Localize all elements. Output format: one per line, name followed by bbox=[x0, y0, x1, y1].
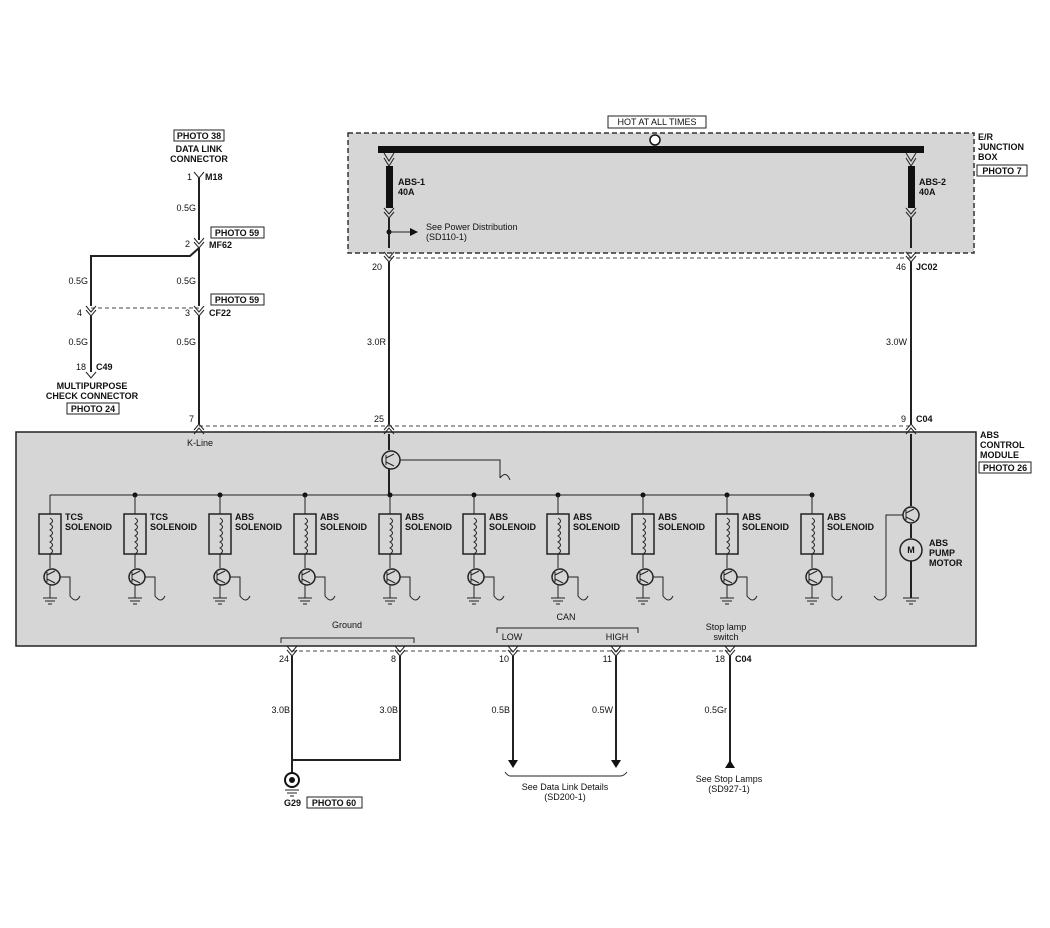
svg-text:G29: G29 bbox=[284, 798, 301, 808]
hot-node bbox=[649, 134, 661, 146]
can-data-link-wires: 0.5B 0.5W See Data Link Details(SD200-1) bbox=[491, 656, 628, 802]
k-line-label: K-Line bbox=[187, 438, 213, 448]
svg-text:PHOTO 60: PHOTO 60 bbox=[312, 798, 356, 808]
svg-text:M18: M18 bbox=[205, 172, 223, 182]
connector-jc02: 20 46 JC02 bbox=[372, 251, 938, 272]
svg-text:C49: C49 bbox=[96, 362, 113, 372]
svg-text:9: 9 bbox=[901, 414, 906, 424]
svg-text:20: 20 bbox=[372, 262, 382, 272]
svg-text:HIGH: HIGH bbox=[606, 632, 629, 642]
svg-text:LOW: LOW bbox=[502, 632, 523, 642]
svg-text:25: 25 bbox=[374, 414, 384, 424]
hot-label-box bbox=[607, 115, 707, 129]
wire-3-0w: 3.0W bbox=[886, 337, 908, 347]
ground-label: Ground bbox=[332, 620, 362, 630]
svg-text:24: 24 bbox=[279, 654, 289, 664]
svg-text:0.5G: 0.5G bbox=[68, 276, 88, 286]
svg-text:7: 7 bbox=[189, 414, 194, 424]
can-label: CAN bbox=[556, 612, 575, 622]
svg-text:3: 3 bbox=[185, 308, 190, 318]
svg-text:PHOTO 59: PHOTO 59 bbox=[215, 228, 259, 238]
svg-text:M: M bbox=[907, 545, 915, 555]
svg-text:0.5G: 0.5G bbox=[176, 203, 196, 213]
svg-text:0.5Gr: 0.5Gr bbox=[704, 705, 727, 715]
svg-text:10: 10 bbox=[499, 654, 509, 664]
svg-text:JC02: JC02 bbox=[916, 262, 938, 272]
data-link-ref: See Data Link Details(SD200-1) bbox=[522, 782, 609, 802]
svg-text:MF62: MF62 bbox=[209, 240, 232, 250]
power-distribution-ref: See Power Distribution(SD110-1) bbox=[426, 222, 518, 242]
svg-text:PHOTO 59: PHOTO 59 bbox=[215, 295, 259, 305]
stop-lamps-ref: See Stop Lamps(SD927-1) bbox=[696, 774, 763, 794]
junction-box-photo: PHOTO 7 bbox=[982, 166, 1021, 176]
svg-text:3.0B: 3.0B bbox=[271, 705, 290, 715]
hot-label: HOT AT ALL TIMES bbox=[617, 117, 696, 127]
ground-g29: 3.0B 3.0B G29 PHOTO 60 bbox=[271, 656, 401, 809]
svg-text:0.5G: 0.5G bbox=[176, 337, 196, 347]
svg-text:0.5G: 0.5G bbox=[176, 276, 196, 286]
svg-text:0.5G: 0.5G bbox=[68, 337, 88, 347]
svg-text:18: 18 bbox=[76, 362, 86, 372]
bottom-connector-c04: 24 8 10 11 18 C04 bbox=[279, 645, 752, 664]
svg-text:46: 46 bbox=[896, 262, 906, 272]
svg-text:CF22: CF22 bbox=[209, 308, 231, 318]
svg-text:18: 18 bbox=[715, 654, 725, 664]
fuse-abs2 bbox=[908, 166, 915, 208]
svg-text:3.0B: 3.0B bbox=[379, 705, 398, 715]
svg-text:C04: C04 bbox=[916, 414, 933, 424]
svg-text:11: 11 bbox=[603, 654, 612, 664]
photo38-label: PHOTO 38 bbox=[177, 131, 221, 141]
svg-text:0.5B: 0.5B bbox=[491, 705, 510, 715]
svg-text:PHOTO 24: PHOTO 24 bbox=[71, 404, 115, 414]
svg-text:C04: C04 bbox=[735, 654, 752, 664]
svg-text:0.5W: 0.5W bbox=[592, 705, 614, 715]
svg-text:1: 1 bbox=[187, 172, 192, 182]
wire-3-0r: 3.0R bbox=[367, 337, 387, 347]
svg-text:2: 2 bbox=[185, 239, 190, 249]
svg-text:4: 4 bbox=[77, 308, 82, 318]
fuse-abs1 bbox=[386, 166, 393, 208]
svg-text:PHOTO 26: PHOTO 26 bbox=[983, 463, 1027, 473]
svg-text:8: 8 bbox=[391, 654, 396, 664]
stop-lamp-wire: 0.5Gr See Stop Lamps(SD927-1) bbox=[696, 656, 763, 794]
